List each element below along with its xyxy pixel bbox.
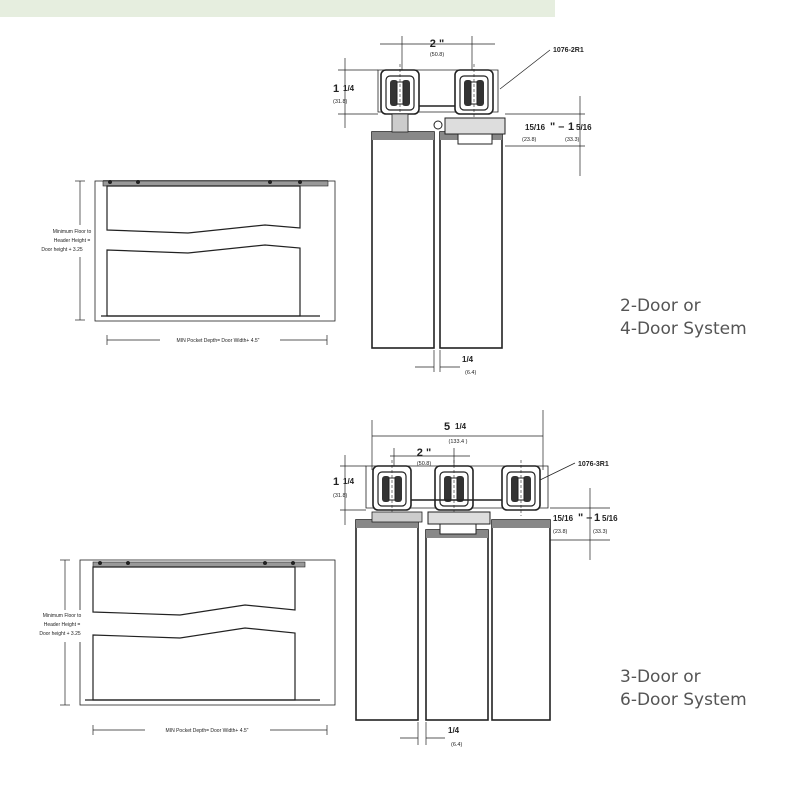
- min-floor-label-line1: Minimum Floor to: [53, 229, 92, 235]
- height-dim: 1: [333, 83, 339, 95]
- system-caption-2: 3-Door or 6-Door System: [620, 666, 747, 712]
- svg-text:" –: " –: [550, 121, 564, 133]
- door-left: [371, 131, 435, 349]
- door-2-right: [491, 519, 551, 721]
- pocket-elevation-1: Minimum Floor to Header Height = Door he…: [38, 180, 336, 345]
- gap-dim-2-mm: (6.4): [451, 742, 462, 748]
- part-number-2: 1076-3R1: [578, 461, 609, 468]
- door-right: [439, 131, 503, 349]
- trolley-2-center: [434, 459, 474, 517]
- trolley-right: [454, 63, 494, 121]
- right-dim-b-frac: 5/16: [576, 123, 592, 132]
- door-panel-bottom: [106, 244, 301, 317]
- caption-1-line2: 4-Door System: [620, 319, 747, 339]
- right-dim-2-b: 1: [594, 512, 600, 524]
- height-dim-mm: (31.8): [333, 99, 348, 105]
- caption-1-line1: 2-Door or: [620, 296, 701, 316]
- height-dim-2-mm: (31.8): [333, 493, 348, 499]
- right-dim-2-b-frac: 5/16: [602, 514, 618, 523]
- spacing-dim: 2 ": [430, 38, 444, 50]
- min-floor-label-line2: Header Height =: [54, 238, 91, 244]
- min-floor-label-line3: Door height + 3.25: [41, 247, 82, 253]
- pocket-elevation-2: Minimum Floor to Header Height = Door he…: [28, 559, 336, 735]
- height-dim-frac: 1/4: [343, 84, 355, 93]
- min-floor-label-2-line1: Minimum Floor to: [43, 613, 82, 619]
- trolley-2-left: [372, 459, 412, 517]
- height-dim-2: 1: [333, 476, 339, 488]
- gap-dim-mm: (6.4): [465, 370, 476, 376]
- system-caption-1: 2-Door or 4-Door System: [620, 295, 747, 341]
- height-dim-2-frac: 1/4: [343, 477, 355, 486]
- right-dim-2-b-mm: (33.3): [593, 529, 608, 535]
- caption-2-line2: 6-Door System: [620, 690, 747, 710]
- caption-2-line1: 3-Door or: [620, 667, 701, 687]
- section-view-1: 2 " (50.8) 1 1/4 (31.8) 1076-2R1 15/16 "…: [333, 36, 592, 376]
- right-dim-a-mm: (23.8): [522, 137, 537, 143]
- width-dim-frac: 1/4: [455, 422, 467, 431]
- trolley-left: [380, 63, 420, 121]
- right-dim-2-a: 15/16: [553, 514, 574, 523]
- gap-dim: 1/4: [462, 355, 474, 364]
- spacing-dim-2: 2 ": [417, 447, 431, 459]
- right-dim-b-mm: (33.3): [565, 137, 580, 143]
- min-floor-label-2-line2: Header Height =: [44, 622, 81, 628]
- section-view-2: 5 1/4 (133.4 ) 2 " (50.8) 1 1/4 (31.8) 1…: [333, 410, 618, 748]
- spacing-dim-2-mm: (50.8): [417, 461, 432, 467]
- svg-text:" –: " –: [578, 512, 592, 524]
- door-2-center: [425, 529, 489, 721]
- right-dim-b: 1: [568, 121, 574, 133]
- door-panel-top: [106, 185, 301, 234]
- width-dim: 5: [444, 421, 450, 433]
- right-dim-2-a-mm: (23.8): [553, 529, 568, 535]
- header-band: [0, 0, 555, 17]
- min-floor-label-2-line3: Door height + 3.25: [39, 631, 80, 637]
- part-number-1: 1076-2R1: [553, 47, 584, 54]
- width-dim-mm: (133.4 ): [449, 439, 468, 445]
- right-dim-a: 15/16: [525, 123, 546, 132]
- gap-dim-2: 1/4: [448, 726, 460, 735]
- pocket-depth-label-2: MIN Pocket Depth= Door Width+ 4.5": [166, 728, 249, 734]
- door-2-left: [355, 519, 419, 721]
- trolley-2-right: [501, 459, 541, 517]
- pocket-depth-label: MIN Pocket Depth= Door Width+ 4.5": [177, 338, 260, 344]
- spacing-dim-mm: (50.8): [430, 52, 445, 58]
